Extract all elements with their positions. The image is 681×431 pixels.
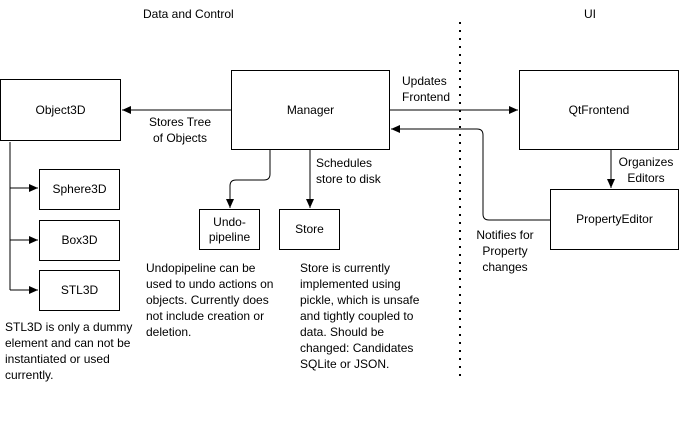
node-object3d: Object3D <box>0 79 121 141</box>
label-updates-frontend: Updates Frontend <box>402 73 450 105</box>
label-organizes-editors: Organizes Editors <box>614 154 678 186</box>
label-organizes-editors-line1: Organizes <box>618 155 674 169</box>
note-undo-line4: not include creation or <box>146 309 265 323</box>
note-undo-line5: deletion. <box>146 325 192 339</box>
note-store-line4: and tightly coupled to <box>300 309 414 323</box>
label-organizes-editors-line2: Editors <box>627 171 665 185</box>
label-stores-tree-line1: Stores Tree <box>148 115 212 129</box>
node-sphere3d-label: Sphere3D <box>52 182 107 196</box>
note-stl3d-line4: currently. <box>5 368 54 382</box>
node-property-editor-label: PropertyEditor <box>576 212 653 226</box>
node-stl3d-label: STL3D <box>60 283 99 297</box>
section-title-ui: UI <box>584 7 596 21</box>
node-qtfrontend-label: QtFrontend <box>568 102 630 117</box>
label-schedules-store: Schedules store to disk <box>316 155 381 187</box>
node-box3d-label: Box3D <box>61 233 98 247</box>
label-schedules-store-line2: store to disk <box>316 172 381 186</box>
label-notifies-property: Notifies for Property changes <box>470 227 540 275</box>
node-sphere3d: Sphere3D <box>39 169 120 210</box>
note-stl3d-line1: STL3D is only a dummy <box>5 320 133 334</box>
note-undo-line2: used to undo actions on <box>146 277 274 291</box>
label-updates-frontend-line1: Updates <box>402 74 447 88</box>
note-store-line6: changed: Candidates <box>300 341 414 355</box>
node-store: Store <box>279 209 340 250</box>
label-notifies-property-line3: changes <box>482 260 528 274</box>
label-stores-tree: Stores Tree of Objects <box>140 114 220 146</box>
note-stl3d-line2: element and can not be <box>5 336 131 350</box>
label-updates-frontend-line2: Frontend <box>402 90 451 104</box>
note-store-line5: data. Should be <box>300 325 385 339</box>
edge-manager-to-undo-pipeline <box>226 150 271 208</box>
label-stores-tree-line2: of Objects <box>152 131 208 145</box>
node-undo-pipeline-label-line2: pipeline <box>208 229 251 244</box>
label-notifies-property-line2: Property <box>482 244 528 258</box>
edge-propertyeditor-to-manager <box>391 125 550 221</box>
node-object3d-label: Object3D <box>35 102 86 117</box>
note-stl3d: STL3D is only a dummy element and can no… <box>5 319 132 383</box>
node-stl3d: STL3D <box>39 270 120 311</box>
note-store-line2: implemented using <box>300 277 401 291</box>
note-store: Store is currently implemented using pic… <box>300 260 419 372</box>
note-store-line3: pickle, which is unsafe <box>300 293 420 307</box>
note-undo-line3: objects. Currently does <box>146 293 269 307</box>
node-qtfrontend: QtFrontend <box>519 70 679 150</box>
node-box3d: Box3D <box>39 220 120 261</box>
node-manager: Manager <box>231 70 390 150</box>
node-undo-pipeline-label-line1: Undo- <box>213 214 246 229</box>
note-store-line7: SQLite or JSON. <box>300 357 390 371</box>
node-manager-label: Manager <box>286 102 335 117</box>
label-notifies-property-line1: Notifies for <box>476 228 534 242</box>
node-undo-pipeline: Undo- pipeline <box>199 209 260 250</box>
note-undo: Undopipeline can be used to undo actions… <box>146 260 273 340</box>
label-schedules-store-line1: Schedules <box>316 156 373 170</box>
note-store-line1: Store is currently <box>300 261 391 275</box>
note-undo-line1: Undopipeline can be <box>146 261 256 275</box>
node-store-label: Store <box>295 222 324 236</box>
note-stl3d-line3: instantiated or used <box>5 352 110 366</box>
node-property-editor: PropertyEditor <box>550 189 679 250</box>
section-title-data-and-control: Data and Control <box>143 7 234 21</box>
